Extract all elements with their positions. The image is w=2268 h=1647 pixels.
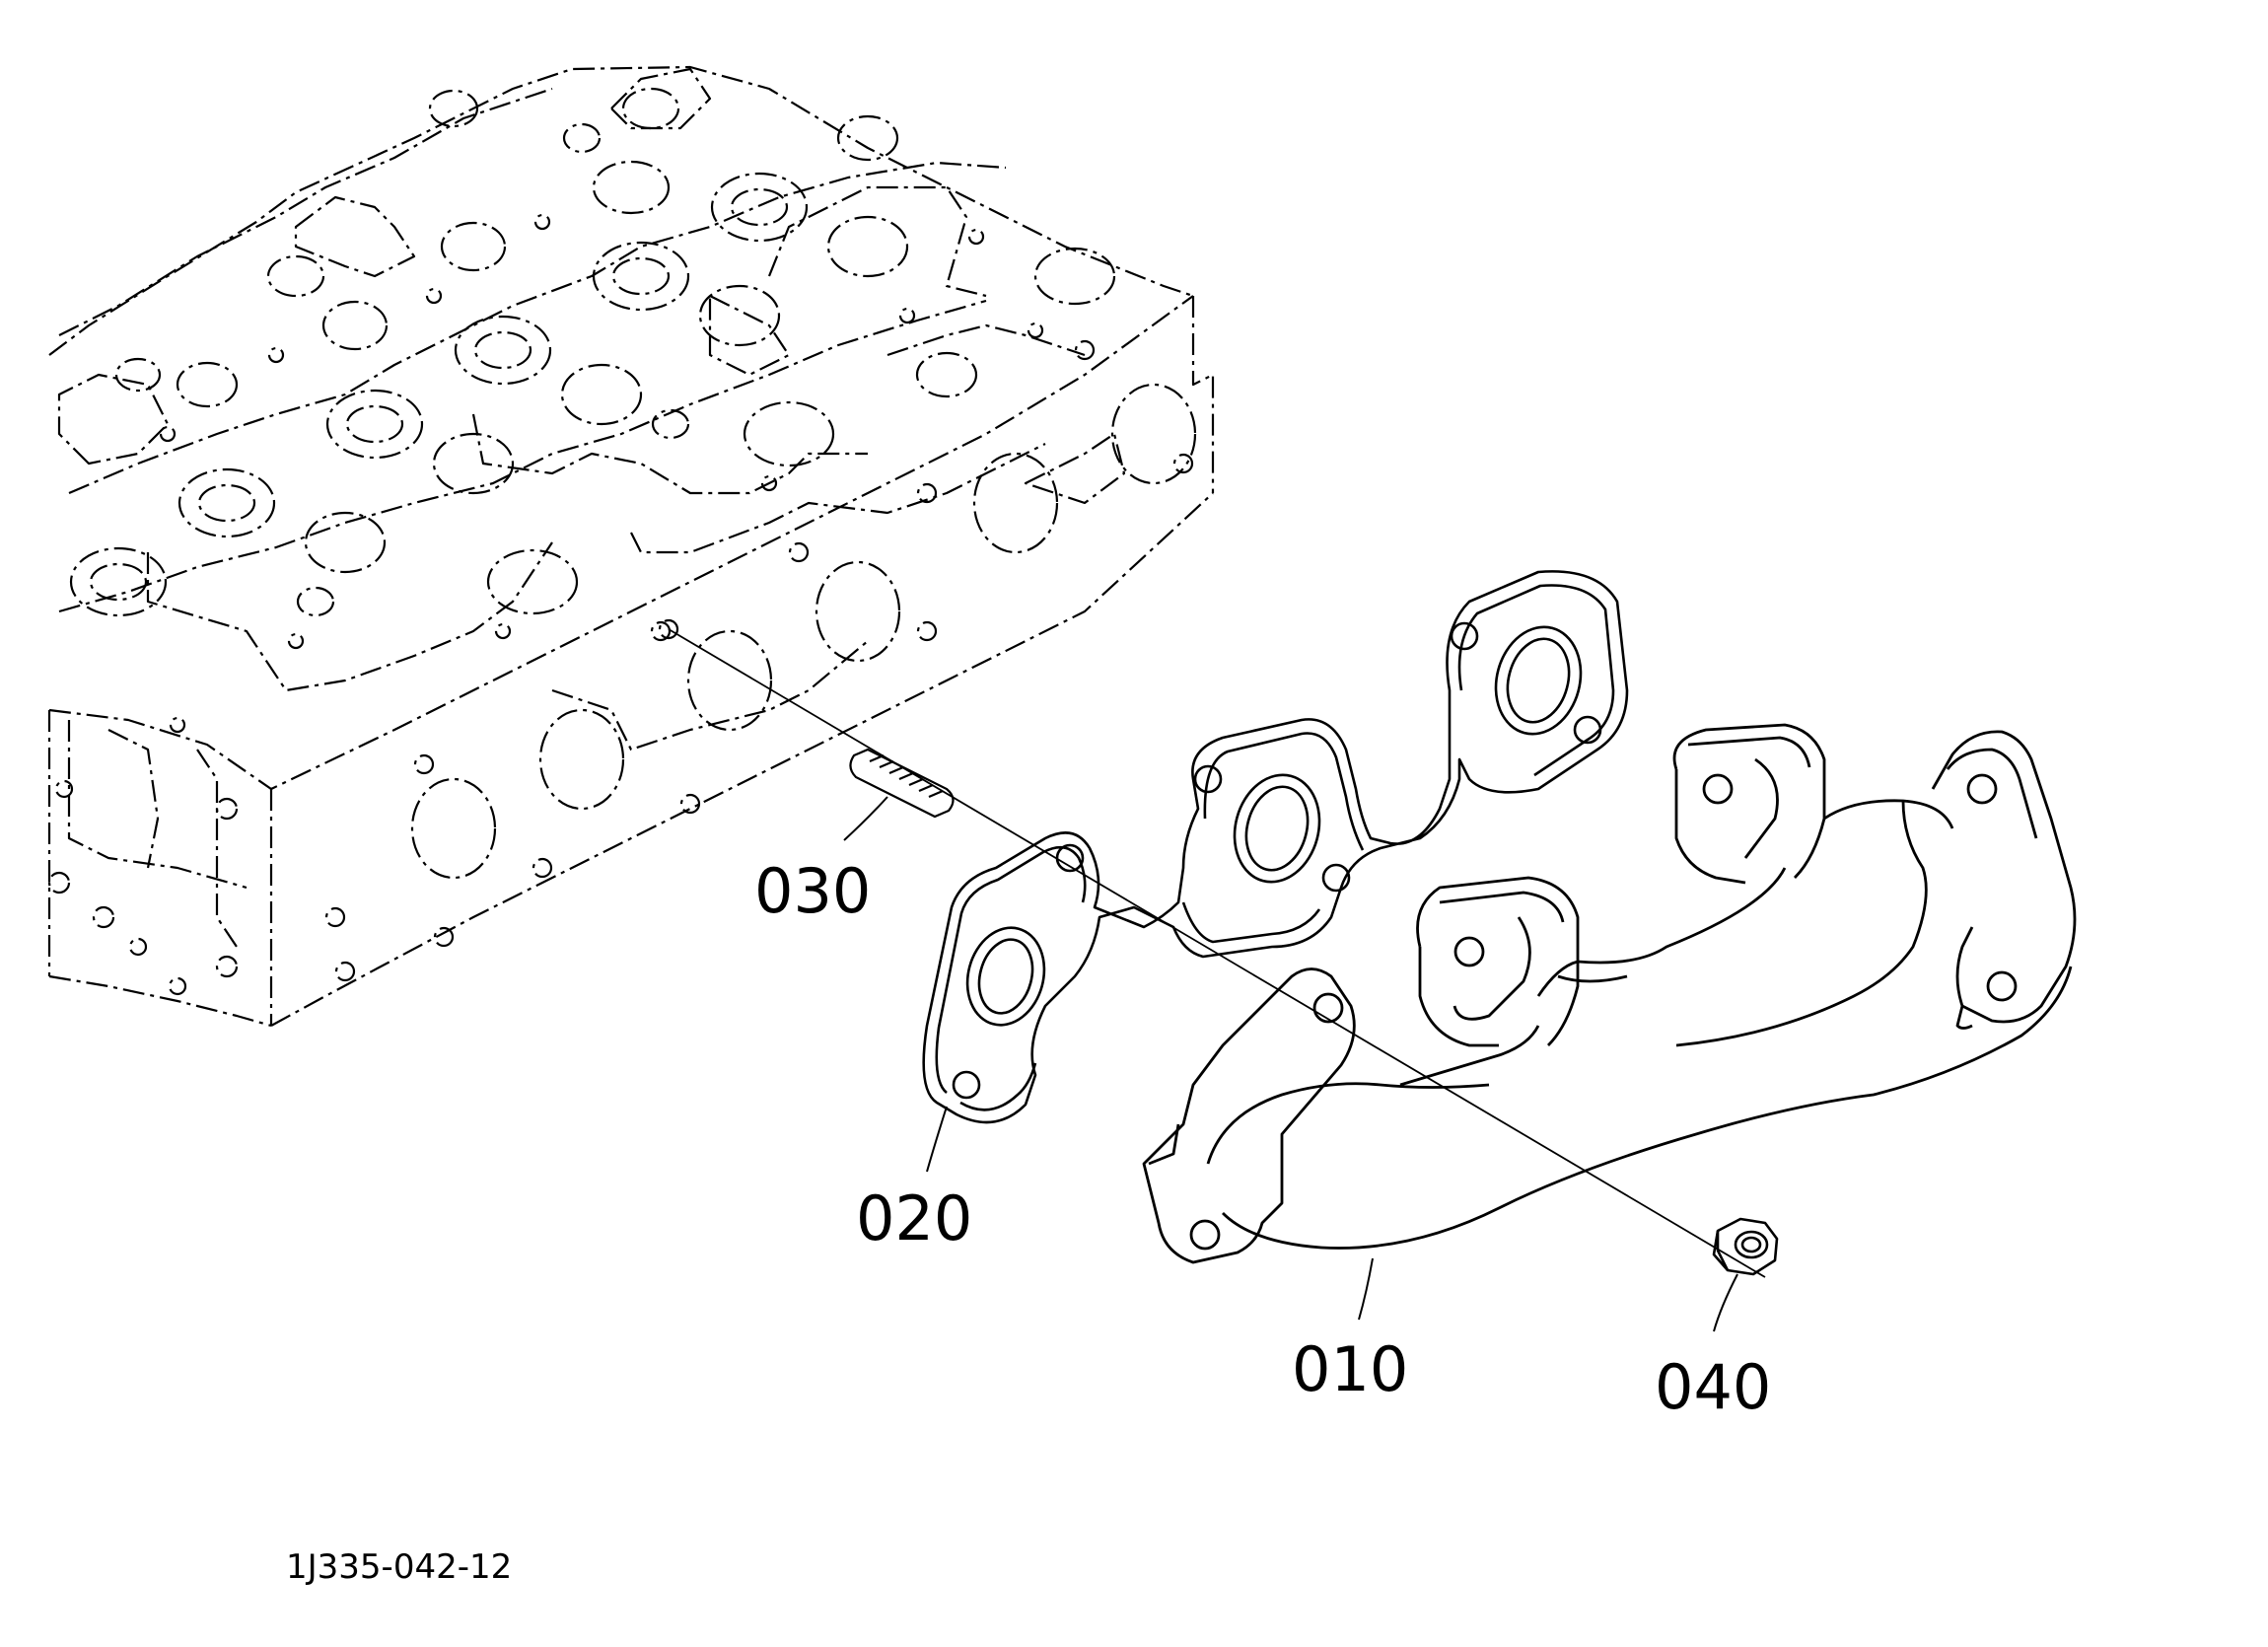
callout-010: 010 [1292, 1333, 1408, 1405]
leader-010 [1358, 1257, 1374, 1321]
callout-030: 030 [754, 855, 871, 927]
leader-lines [843, 796, 1738, 1332]
stud-bolt-030 [849, 748, 955, 819]
callout-020: 020 [856, 1182, 972, 1254]
leader-040 [1713, 1273, 1738, 1332]
drawing-number: 1J335-042-12 [286, 1547, 512, 1587]
cylinder-head [47, 65, 1215, 1028]
assembly-axis-line [668, 628, 1766, 1278]
nut-040 [1712, 1217, 1779, 1276]
exhaust-manifold-010 [1142, 723, 2077, 1264]
callout-040: 040 [1655, 1351, 1771, 1423]
leader-020 [926, 1106, 948, 1173]
gasket-020 [922, 570, 1629, 1124]
leader-030 [843, 796, 888, 841]
